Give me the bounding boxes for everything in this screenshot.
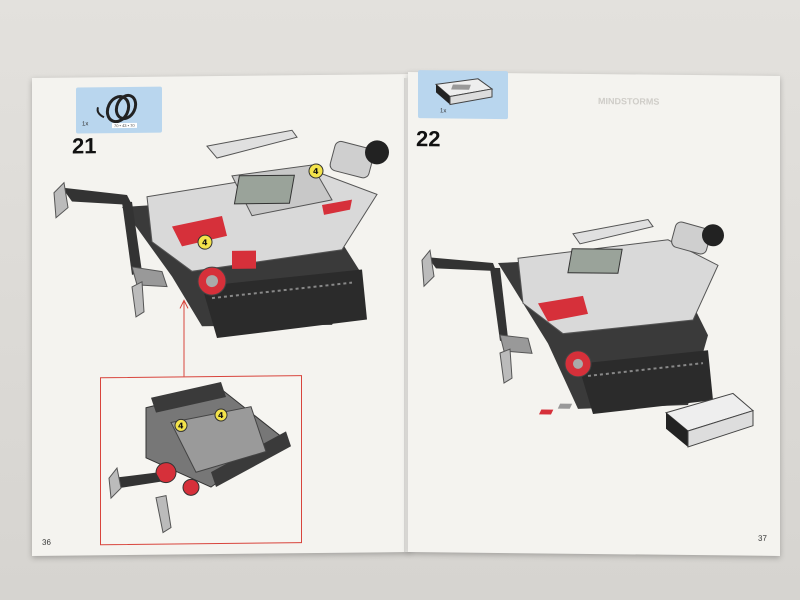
white-blade: [572, 219, 654, 245]
ir-remote-beacon: [538, 392, 755, 448]
motor-end: [365, 140, 389, 165]
page-number-left: 36: [42, 537, 51, 547]
claw-arm: [421, 249, 533, 384]
quantity-badge: 4: [308, 163, 324, 179]
parts-callout-step-22: 1x: [418, 70, 508, 120]
inset-quantity-badge: [214, 408, 228, 422]
remote-control-part-icon: [434, 78, 494, 106]
svg-text:4: 4: [218, 411, 224, 420]
svg-text:4: 4: [313, 167, 319, 176]
parts-callout-step-21: 1x 70 • 43 • 70: [76, 86, 162, 134]
robot-body: [517, 219, 724, 378]
cable-part-icon: [96, 93, 138, 124]
claw-arm: [53, 181, 168, 318]
motor: [329, 140, 375, 179]
inset-quantity-badge: [174, 418, 188, 432]
right-page: 1x MINDSTORMS 22: [408, 70, 780, 556]
robot-step-22-illustration: [421, 219, 755, 448]
white-blade: [206, 129, 298, 159]
brick-screen: [233, 174, 295, 205]
brick-screen: [567, 248, 623, 274]
page-number-right: 37: [758, 533, 767, 543]
robot-underside-illustration: 4 4: [108, 382, 291, 534]
robot-step-21-illustration: 4 4: [53, 129, 389, 379]
svg-text:4: 4: [178, 421, 184, 430]
quantity-badge: 4: [197, 234, 213, 250]
underside-detail-inset: 4 4: [100, 375, 302, 546]
svg-text:4: 4: [202, 238, 208, 247]
left-page: 1x 70 • 43 • 70 21: [32, 74, 410, 556]
